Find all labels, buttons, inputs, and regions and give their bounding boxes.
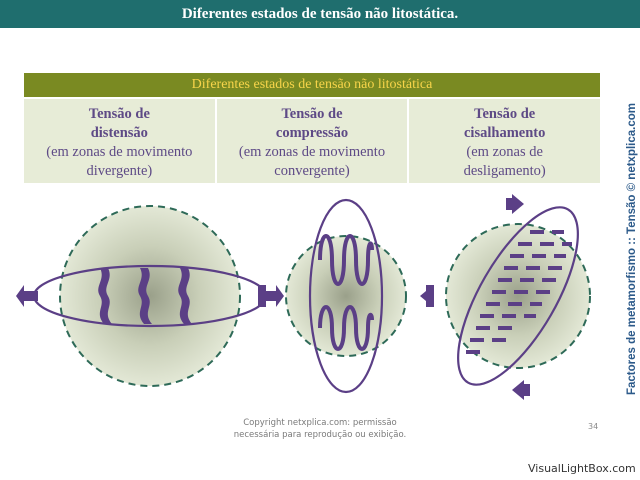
compression-circle [285, 235, 407, 357]
copyright-line2: necessária para reprodução ou exibição. [233, 430, 407, 440]
page-title-bar: Diferentes estados de tensão não litostá… [0, 0, 640, 28]
column-shear: Tensão de cisalhamento (em zonas de desl… [409, 99, 600, 183]
column-title-line2: distensão [90, 125, 148, 141]
column-title-line2: cisalhamento [464, 125, 546, 141]
shear-circle [445, 223, 591, 369]
distension-diagram [16, 205, 284, 387]
arrow-bottom-left [512, 380, 530, 400]
arrow-left-outward [16, 285, 38, 307]
shear-lineation-marks [466, 230, 572, 354]
column-compression: Tensão de compressão (em zonas de movime… [217, 99, 410, 183]
compression-diagram [258, 198, 434, 394]
column-title-line1: Tensão de [88, 106, 150, 122]
stress-table: Diferentes estados de tensão não litostá… [24, 73, 600, 183]
shear-diagram [445, 194, 591, 400]
side-caption-text: Factores de metamorfismo :: Tensão © net… [626, 102, 638, 396]
arrow-left-inward [258, 285, 272, 307]
column-title-line1: Tensão de [281, 106, 343, 122]
arrow-right-outward [262, 285, 284, 307]
column-desc-line1: (em zonas de movimento [238, 144, 386, 160]
column-desc-line2: desligamento) [463, 163, 546, 179]
table-row: Tensão de distensão (em zonas de movimen… [24, 99, 600, 183]
fold-mark [178, 268, 192, 324]
shear-ellipse [457, 206, 579, 386]
wave-mark [318, 234, 374, 286]
wave-mark [318, 305, 374, 351]
compression-ellipse [308, 198, 384, 394]
fold-mark [138, 268, 152, 324]
side-caption: Factores de metamorfismo :: Tensão © net… [622, 103, 640, 395]
column-distension: Tensão de distensão (em zonas de movimen… [24, 99, 217, 183]
copyright-notice: Copyright netxplica.com: permissão neces… [200, 417, 440, 441]
column-desc-line1: (em zonas de movimento [46, 144, 193, 160]
distension-circle [59, 205, 241, 387]
page-title: Diferentes estados de tensão não litostá… [181, 6, 459, 22]
column-desc-line1: (em zonas de [466, 144, 543, 160]
column-title-line2: compressão [275, 125, 349, 141]
stress-diagrams [16, 194, 591, 400]
column-desc-line2: convergente) [274, 163, 350, 179]
column-title-line1: Tensão de [474, 106, 536, 122]
copyright-line1: Copyright netxplica.com: permissão [243, 418, 397, 428]
watermark: VisualLightBox.com [528, 462, 636, 475]
arrow-top-right [506, 194, 524, 214]
arrow-right-inward [420, 285, 434, 307]
page-number: 34 [588, 422, 599, 431]
table-heading: Diferentes estados de tensão não litostá… [24, 73, 600, 99]
column-desc-line2: divergente) [86, 163, 153, 179]
fold-mark [98, 268, 112, 324]
